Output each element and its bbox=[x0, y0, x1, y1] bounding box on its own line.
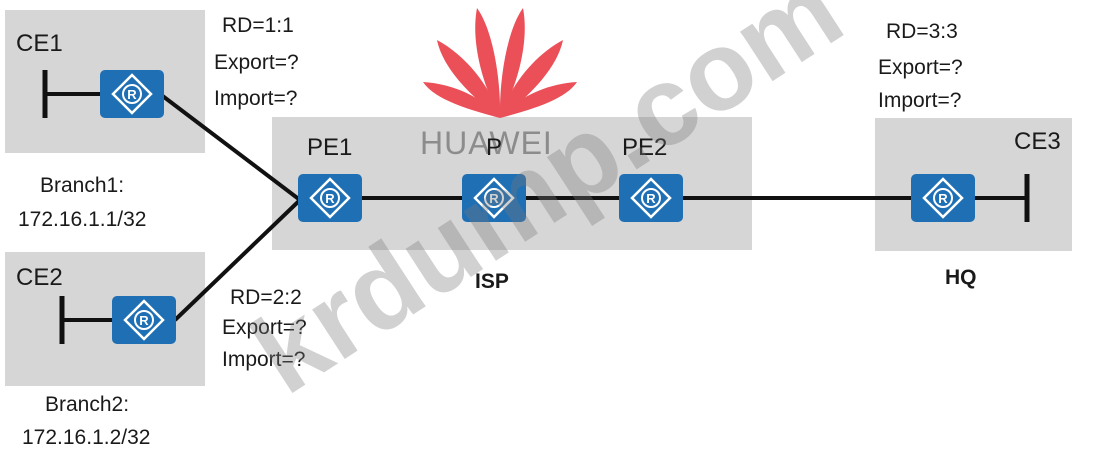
router-glyph-icon: R bbox=[111, 73, 153, 115]
router-ring bbox=[134, 310, 154, 330]
ce1-router-icon: R bbox=[100, 70, 164, 118]
router-ring bbox=[484, 188, 504, 208]
p-label: P bbox=[486, 134, 503, 161]
branch2-name: Branch2: bbox=[45, 393, 130, 416]
pe2-router-icon: R bbox=[619, 174, 683, 222]
router-ring bbox=[122, 84, 142, 104]
router-ring bbox=[933, 188, 953, 208]
p-router-icon: R bbox=[462, 174, 526, 222]
branch2-ip: 172.16.1.2/32 bbox=[22, 426, 151, 449]
router-letter: R bbox=[139, 313, 149, 328]
router-diamond bbox=[309, 177, 351, 219]
ce2-label: CE2 bbox=[16, 264, 63, 291]
router-glyph-icon: R bbox=[309, 177, 351, 219]
router-diamond bbox=[123, 299, 165, 341]
router-ring bbox=[320, 188, 340, 208]
router-glyph-icon: R bbox=[123, 299, 165, 341]
ce1-label: CE1 bbox=[16, 30, 63, 57]
ce2-export: Export=? bbox=[222, 316, 307, 339]
hq-import: Import=? bbox=[878, 89, 962, 112]
ce1-export: Export=? bbox=[214, 51, 299, 74]
router-diamond bbox=[922, 177, 964, 219]
ce2-router-icon: R bbox=[112, 296, 176, 344]
router-ring bbox=[641, 188, 661, 208]
hq-export: Export=? bbox=[878, 56, 963, 79]
router-diamond bbox=[473, 177, 515, 219]
router-letter: R bbox=[646, 191, 656, 206]
router-diamond bbox=[111, 73, 153, 115]
ce1-pe1-link bbox=[158, 92, 302, 202]
router-letter: R bbox=[325, 191, 335, 206]
ce1-import: Import=? bbox=[214, 87, 298, 110]
pe1-label: PE1 bbox=[307, 134, 353, 161]
ce2-import: Import=? bbox=[222, 348, 306, 371]
ce2-pe1-link bbox=[173, 198, 302, 322]
huawei-logo-icon bbox=[423, 8, 577, 118]
router-letter: R bbox=[938, 191, 948, 206]
hq-label: HQ bbox=[945, 266, 977, 289]
ce3-router-icon: R bbox=[911, 174, 975, 222]
hq-rd: RD=3:3 bbox=[886, 20, 958, 43]
ce3-label: CE3 bbox=[1014, 128, 1061, 155]
router-glyph-icon: R bbox=[630, 177, 672, 219]
router-letter: R bbox=[489, 191, 499, 206]
router-diamond bbox=[630, 177, 672, 219]
ce2-rd: RD=2:2 bbox=[230, 286, 302, 309]
router-letter: R bbox=[127, 87, 137, 102]
huawei-logo-text: HUAWEI bbox=[420, 125, 553, 161]
router-glyph-icon: R bbox=[473, 177, 515, 219]
ce1-rd: RD=1:1 bbox=[222, 14, 294, 37]
pe1-router-icon: R bbox=[298, 174, 362, 222]
isp-label: ISP bbox=[475, 270, 509, 293]
branch1-name: Branch1: bbox=[40, 174, 125, 197]
branch1-ip: 172.16.1.1/32 bbox=[18, 208, 147, 231]
pe2-label: PE2 bbox=[622, 134, 668, 161]
router-glyph-icon: R bbox=[922, 177, 964, 219]
